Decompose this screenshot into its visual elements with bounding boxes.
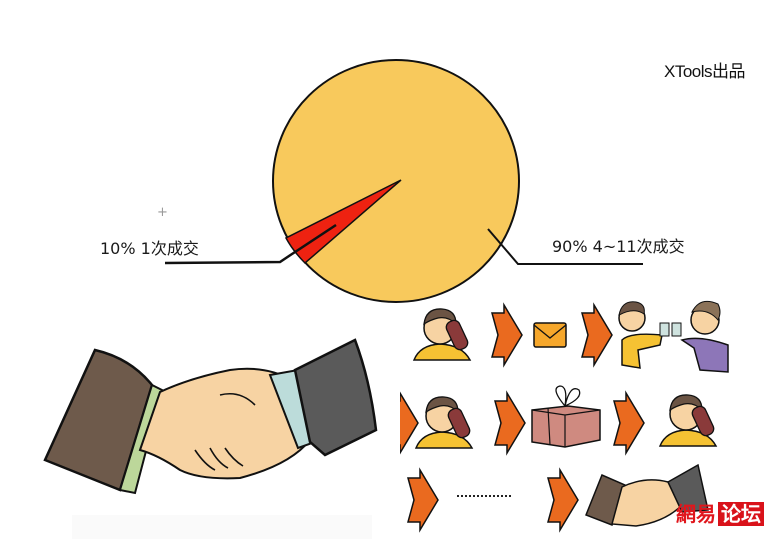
arrow-icon <box>491 304 523 366</box>
watermark: 網易论坛 <box>676 502 764 526</box>
process-flow <box>400 300 729 531</box>
phone-person-icon <box>659 394 717 447</box>
arrow-icon <box>407 469 439 531</box>
cursor-crosshair-icon: + <box>157 205 168 220</box>
toasting-people-icon <box>618 300 729 373</box>
background-shade <box>72 515 372 539</box>
arrow-icon <box>581 304 613 366</box>
arrow-icon <box>494 392 526 454</box>
credit-text: XTools出品 <box>664 62 746 81</box>
watermark-part2: 论坛 <box>718 502 764 526</box>
arrow-icon <box>613 392 645 454</box>
pie-chart <box>164 59 643 303</box>
ellipsis-dots <box>457 495 511 497</box>
watermark-part1: 網易 <box>676 502 716 526</box>
pie-slice-large <box>272 59 520 303</box>
label-large-slice: 90% 4~11次成交 <box>552 237 685 256</box>
arrow-icon <box>547 469 579 531</box>
gift-box-icon <box>531 385 601 448</box>
envelope-icon <box>533 322 567 348</box>
arrow-icon <box>400 392 419 454</box>
label-small-slice: 10% 1次成交 <box>100 239 199 258</box>
small-handshake-icon <box>585 463 709 527</box>
pie-slice-small <box>284 179 402 265</box>
leader-line-small <box>164 223 337 265</box>
leader-line-large <box>487 228 643 265</box>
phone-person-icon <box>415 396 473 449</box>
phone-person-icon <box>413 308 471 361</box>
handshake-illustration <box>43 338 378 495</box>
